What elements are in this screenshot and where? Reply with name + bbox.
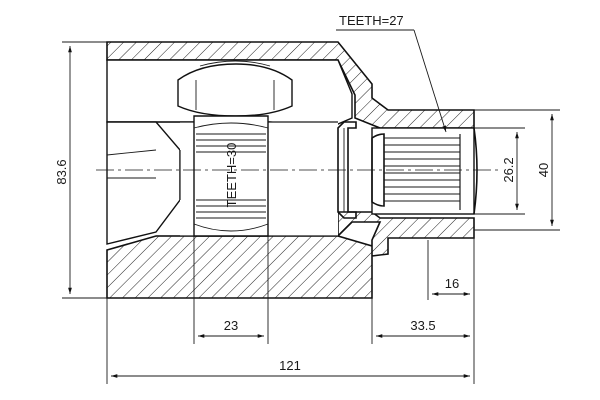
callout-outer-spline: TEETH=27 xyxy=(336,13,447,133)
dimension-shaft-diameter: 40 xyxy=(474,109,560,231)
dimension-overall-diameter: 83.6 xyxy=(54,41,107,299)
label-outer-spline-teeth: TEETH=27 xyxy=(339,13,404,28)
dimension-spline-diameter: 26.2 xyxy=(474,127,525,215)
dimension-shaft-length: 16 xyxy=(427,230,475,300)
label-neck-length: 33.5 xyxy=(410,318,435,333)
dimension-neck-length: 33.5 xyxy=(371,298,475,344)
label-spline-diameter: 26.2 xyxy=(501,157,516,182)
stub-shaft xyxy=(371,127,475,215)
label-inner-spline-teeth: TEETH=30 xyxy=(224,143,239,208)
label-shaft-diameter: 40 xyxy=(536,163,551,177)
outer-spline-teeth xyxy=(384,137,460,202)
label-overall-diameter: 83.6 xyxy=(54,159,69,184)
inner-spline-teeth xyxy=(196,133,266,219)
housing-lower-cavity xyxy=(106,121,181,245)
tripod-roller-top xyxy=(177,63,293,117)
dimension-roller-width: 23 xyxy=(193,236,269,344)
dimension-overall-length: 121 xyxy=(106,298,475,384)
label-overall-length: 121 xyxy=(279,358,301,373)
label-roller-width: 23 xyxy=(224,318,238,333)
label-shaft-length: 16 xyxy=(445,276,459,291)
